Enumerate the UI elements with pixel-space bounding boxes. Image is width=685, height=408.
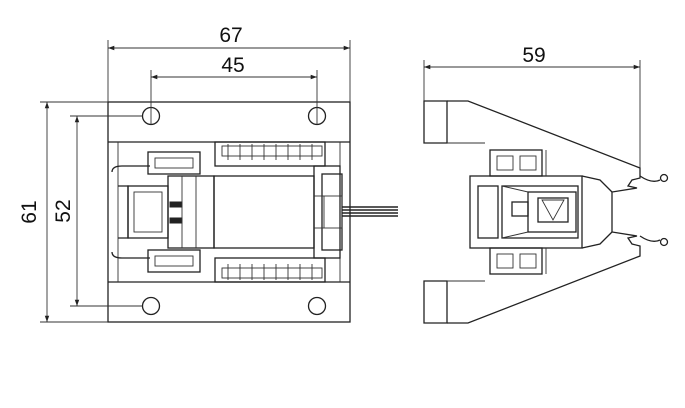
front-view <box>107 101 398 323</box>
left-clamp <box>111 151 215 273</box>
mounting-hole-top-left <box>141 106 161 126</box>
mounting-hole-bottom-right <box>307 296 327 316</box>
dimension-67: 67 <box>107 24 351 102</box>
dimension-45-label: 45 <box>221 54 244 77</box>
dimension-61: 61 <box>18 101 108 323</box>
dimension-45: 45 <box>150 54 318 108</box>
dimension-59-label: 59 <box>522 44 545 67</box>
mounting-hole-top-right <box>307 106 327 126</box>
cable <box>342 206 398 217</box>
mounting-hole-bottom-left <box>141 296 161 316</box>
spring-hook-bottom <box>639 235 669 247</box>
spring-hook-top <box>639 173 669 183</box>
center-cavity <box>213 175 315 249</box>
side-flange-outline <box>423 100 448 144</box>
right-terminal <box>313 165 343 259</box>
lower-fin-block <box>214 257 326 283</box>
dimension-59: 59 <box>423 44 641 168</box>
side-view <box>423 100 641 324</box>
upper-fin-block <box>214 141 326 167</box>
dimension-52-label: 52 <box>52 199 75 222</box>
dimension-67-label: 67 <box>219 24 242 47</box>
dimension-52: 52 <box>52 115 142 307</box>
dimension-61-label: 61 <box>18 200 41 223</box>
side-body-outline <box>447 100 641 324</box>
front-body-outline <box>107 101 351 323</box>
